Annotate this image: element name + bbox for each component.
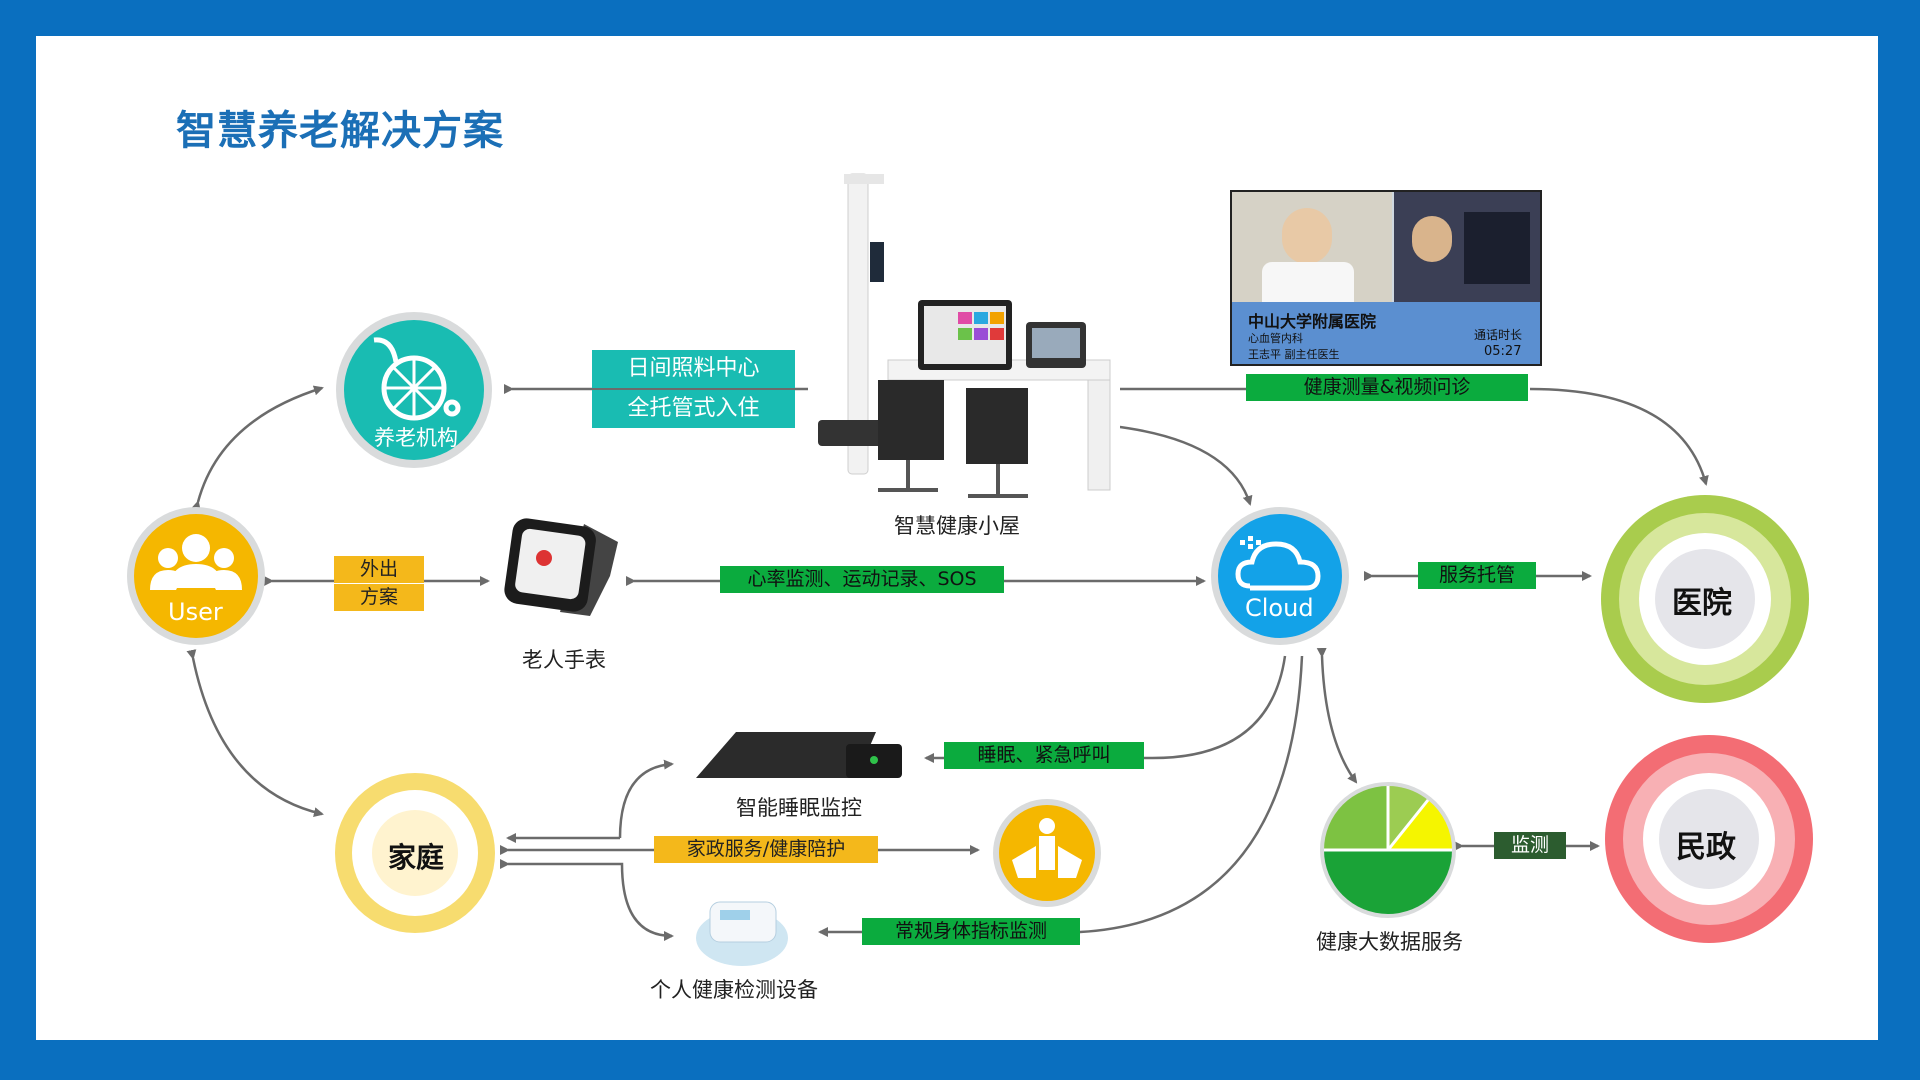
video-consult-panel: 中山大学附属医院 心血管内科 王志平 副主任医生 通话时长 05:27 [1230,190,1542,366]
smart-health-room-image [808,170,1120,515]
user-node[interactable] [126,506,266,646]
page-title: 智慧养老解决方案 [176,108,504,154]
arrow-cloud-routine [818,655,1304,937]
nursing-home-node[interactable] [334,310,494,470]
smart-watch-image [504,518,618,616]
service-person-icon [1012,818,1082,878]
arrow-room-cloud [1103,420,1253,506]
tag-outing-2: 方案 [334,584,424,611]
arrow-user-nursing [191,385,324,512]
duration-label: 通话时长 [1474,328,1523,342]
sleep-monitor-label: 智能睡眠监控 [736,796,862,820]
big-data-label: 健康大数据服务 [1316,930,1463,954]
tag-video-consult: 健康测量&视频问诊 [1246,374,1528,401]
watch-label: 老人手表 [522,648,606,672]
civil-affairs-node[interactable] [1604,734,1814,944]
tag-service-hosting: 服务托管 [1418,562,1536,589]
big-data-pie-icon [1320,782,1456,918]
arrow-cloud-sleep [924,655,1287,763]
tag-housekeeping: 家政服务/健康陪护 [654,836,878,863]
tag-sleep-emergency: 睡眠、紧急呼叫 [944,742,1144,769]
arrow-family-sleep [618,759,674,839]
arrow-family-device [500,859,674,941]
tag-full-care: 全托管式入住 [592,390,795,428]
blood-pressure-device-image [696,901,788,966]
tag-day-care: 日间照料中心 [592,350,795,388]
tag-monitor: 监测 [1494,832,1566,859]
wheelchair-icon [373,337,461,421]
call-duration: 05:27 [1484,344,1522,359]
housekeeping-node[interactable] [992,798,1102,908]
heart-icon [536,550,552,566]
doctor-name: 王志平 副主任医生 [1248,348,1340,361]
cloud-node[interactable] [1210,506,1350,646]
arrow-user-family [186,649,324,818]
hospital-node[interactable] [1600,494,1810,704]
users-group-icon [150,534,242,590]
call-info-bar: 中山大学附属医院 心血管内科 王志平 副主任医生 通话时长 05:27 [1232,302,1540,364]
user-label: User [168,598,223,626]
family-node[interactable] [334,772,496,934]
doctor-video [1232,192,1392,302]
smart-room-label: 智慧健康小屋 [894,514,1020,538]
tag-routine-monitoring: 常规身体指标监测 [862,918,1080,945]
tag-watch-link: 心率监测、运动记录、SOS [720,566,1004,593]
patient-video [1394,192,1540,302]
nursing-home-label: 养老机构 [374,426,458,450]
sleep-mat-image [696,732,902,778]
department: 心血管内科 [1248,332,1303,345]
cloud-label: Cloud [1245,594,1314,622]
hospital-label: 医院 [1672,586,1732,621]
arrow-video-hospital [1529,387,1709,486]
arrow-cloud-bigdata [1316,647,1358,784]
tag-outing-1: 外出 [334,556,424,583]
civil-affairs-label: 民政 [1676,830,1736,865]
personal-device-label: 个人健康检测设备 [650,978,818,1002]
hospital-name: 中山大学附属医院 [1248,312,1377,331]
family-label: 家庭 [388,841,445,874]
cloud-icon [1235,541,1321,591]
